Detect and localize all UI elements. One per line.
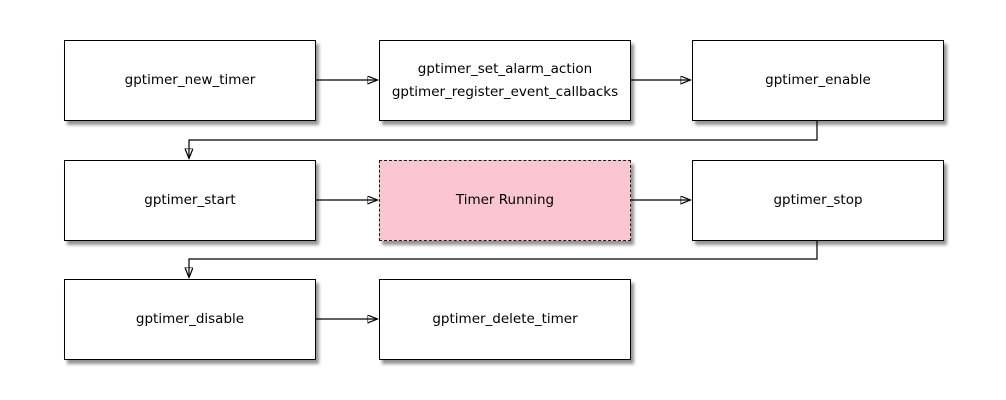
node-label: gptimer_start: [144, 192, 236, 208]
arrow-enable-to-start: [189, 121, 818, 158]
node-gptimer-enable: gptimer_enable: [692, 40, 944, 121]
node-label: gptimer_new_timer: [124, 72, 256, 88]
node-label-line2: gptimer_register_event_callbacks: [391, 83, 619, 100]
node-label: Timer Running: [455, 192, 555, 208]
node-gptimer-disable: gptimer_disable: [64, 279, 316, 360]
node-label: gptimer_delete_timer: [432, 311, 578, 327]
node-gptimer-set-alarm-action: gptimer_set_alarm_action gptimer_registe…: [379, 40, 631, 121]
node-label: gptimer_disable: [135, 311, 245, 327]
node-timer-running: Timer Running: [379, 160, 631, 241]
node-gptimer-start: gptimer_start: [64, 160, 316, 241]
node-gptimer-new-timer: gptimer_new_timer: [64, 40, 316, 121]
node-label-line1: gptimer_set_alarm_action: [417, 60, 593, 77]
node-gptimer-stop: gptimer_stop: [692, 160, 944, 241]
node-label: gptimer_enable: [765, 72, 871, 88]
node-gptimer-delete-timer: gptimer_delete_timer: [379, 279, 631, 360]
node-label: gptimer_stop: [773, 192, 863, 208]
arrow-stop-to-disable: [189, 241, 818, 277]
